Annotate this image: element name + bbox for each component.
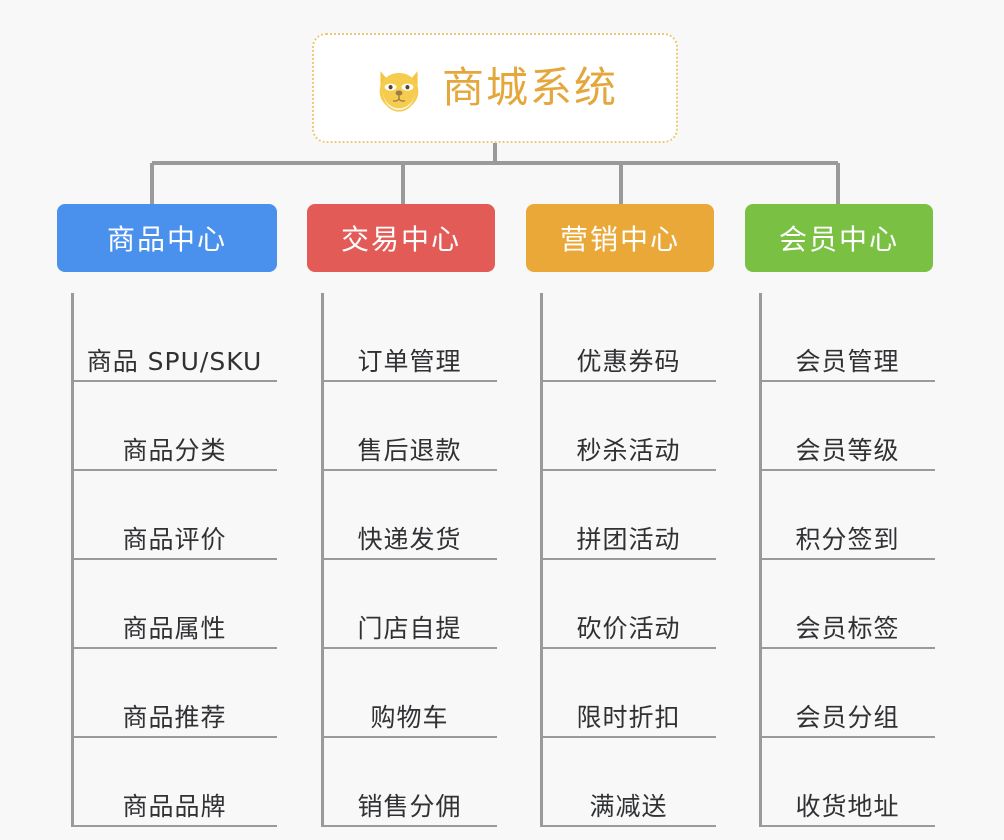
- leaf-item[interactable]: 购物车: [322, 649, 497, 738]
- leaf-label: 限时折扣: [576, 702, 681, 732]
- leaf-item[interactable]: 秒杀活动: [541, 382, 716, 471]
- branch-column-1: 交易中心 订单管理 售后退款 快递发货 门店自提 购物车 销售分佣: [307, 204, 497, 827]
- leaf-label: 售后退款: [357, 435, 462, 465]
- leaf-item[interactable]: 商品评价: [72, 471, 277, 560]
- leaf-item[interactable]: 销售分佣: [322, 738, 497, 827]
- branch-items-1: 订单管理 售后退款 快递发货 门店自提 购物车 销售分佣: [307, 293, 497, 827]
- branch-spine-3: [759, 293, 762, 827]
- leaf-item[interactable]: 商品推荐: [72, 649, 277, 738]
- branch-column-3: 会员中心 会员管理 会员等级 积分签到 会员标签 会员分组 收货地址: [745, 204, 935, 827]
- branch-column-0: 商品中心 商品 SPU/SKU 商品分类 商品评价 商品属性 商品推荐 商品品牌: [57, 204, 277, 827]
- leaf-item[interactable]: 收货地址: [760, 738, 935, 827]
- leaf-item[interactable]: 会员标签: [760, 560, 935, 649]
- shiba-dog-emoji: [379, 71, 419, 112]
- leaf-label: 购物车: [370, 702, 449, 732]
- branch-header-2[interactable]: 营销中心: [526, 204, 714, 272]
- leaf-label: 商品品牌: [122, 791, 227, 821]
- leaf-label: 砍价活动: [576, 613, 681, 643]
- leaf-item[interactable]: 满减送: [541, 738, 716, 827]
- leaf-label: 商品属性: [122, 613, 227, 643]
- leaf-item[interactable]: 砍价活动: [541, 560, 716, 649]
- branch-column-2: 营销中心 优惠券码 秒杀活动 拼团活动 砍价活动 限时折扣 满减送: [526, 204, 716, 827]
- branch-header-label-1: 交易中心: [340, 223, 461, 256]
- leaf-label: 积分签到: [795, 524, 900, 554]
- leaf-item[interactable]: 限时折扣: [541, 649, 716, 738]
- leaf-item[interactable]: 商品 SPU/SKU: [72, 293, 277, 382]
- leaf-label: 满减送: [589, 791, 668, 821]
- branch-spine-2: [540, 293, 543, 827]
- leaf-item[interactable]: 快递发货: [322, 471, 497, 560]
- leaf-label: 收货地址: [795, 791, 900, 821]
- leaf-item[interactable]: 会员管理: [760, 293, 935, 382]
- leaf-item[interactable]: 会员分组: [760, 649, 935, 738]
- branch-header-label-3: 会员中心: [778, 223, 899, 256]
- leaf-item[interactable]: 商品分类: [72, 382, 277, 471]
- leaf-label: 商品推荐: [122, 702, 227, 732]
- branch-items-2: 优惠券码 秒杀活动 拼团活动 砍价活动 限时折扣 满减送: [526, 293, 716, 827]
- branch-header-3[interactable]: 会员中心: [745, 204, 933, 272]
- leaf-label: 秒杀活动: [576, 435, 681, 465]
- leaf-label: 会员分组: [795, 702, 900, 732]
- root-node[interactable]: 商城系统: [312, 33, 678, 143]
- branch-items-0: 商品 SPU/SKU 商品分类 商品评价 商品属性 商品推荐 商品品牌: [57, 293, 277, 827]
- leaf-label: 订单管理: [357, 346, 462, 376]
- leaf-label: 会员标签: [795, 613, 900, 643]
- leaf-label: 销售分佣: [357, 791, 462, 821]
- leaf-item[interactable]: 优惠券码: [541, 293, 716, 382]
- branch-header-label-2: 营销中心: [559, 223, 680, 256]
- leaf-label: 门店自提: [357, 613, 462, 643]
- leaf-item[interactable]: 门店自提: [322, 560, 497, 649]
- leaf-label: 商品评价: [122, 524, 227, 554]
- leaf-item[interactable]: 拼团活动: [541, 471, 716, 560]
- leaf-item[interactable]: 售后退款: [322, 382, 497, 471]
- root-title: 商城系统: [441, 63, 618, 112]
- leaf-item[interactable]: 会员等级: [760, 382, 935, 471]
- leaf-label: 商品 SPU/SKU: [86, 346, 263, 376]
- branch-spine-1: [321, 293, 324, 827]
- branch-header-0[interactable]: 商品中心: [57, 204, 277, 272]
- leaf-item[interactable]: 积分签到: [760, 471, 935, 560]
- leaf-label: 会员等级: [795, 435, 900, 465]
- branch-header-label-0: 商品中心: [106, 223, 227, 256]
- leaf-label: 拼团活动: [576, 524, 681, 554]
- branch-spine-0: [71, 293, 74, 827]
- leaf-label: 优惠券码: [576, 346, 681, 376]
- leaf-label: 商品分类: [122, 435, 227, 465]
- leaf-label: 快递发货: [357, 524, 462, 554]
- leaf-label: 会员管理: [795, 346, 900, 376]
- leaf-item[interactable]: 订单管理: [322, 293, 497, 382]
- leaf-item[interactable]: 商品品牌: [72, 738, 277, 827]
- branch-items-3: 会员管理 会员等级 积分签到 会员标签 会员分组 收货地址: [745, 293, 935, 827]
- leaf-item[interactable]: 商品属性: [72, 560, 277, 649]
- branch-header-1[interactable]: 交易中心: [307, 204, 495, 272]
